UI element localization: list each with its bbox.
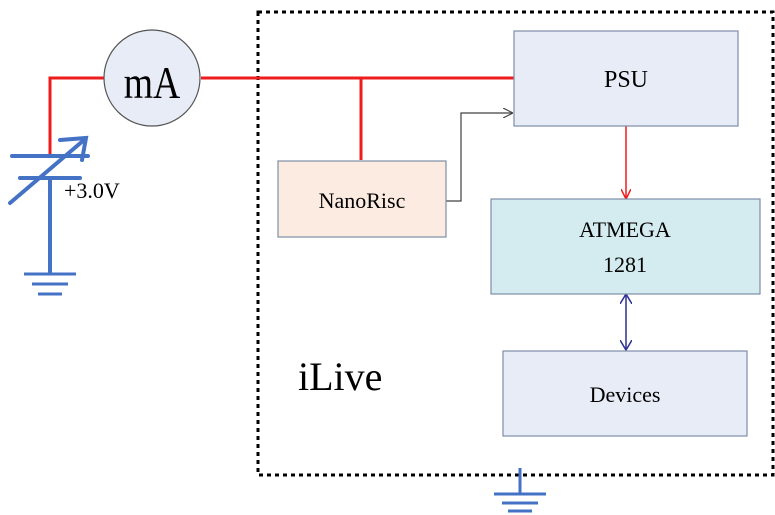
devices-block: Devices [502,350,748,437]
atmega-block: ATMEGA 1281 [490,198,761,295]
ilive-boundary [256,10,775,477]
atmega-label-line2: 1281 [603,252,647,277]
psu-label: PSU [604,67,648,93]
nanorisc-block: NanoRisc [277,160,447,238]
atmega-label-line1: ATMEGA [579,217,671,242]
system-label: iLive [298,354,382,399]
devices-label: Devices [590,382,661,407]
meter-label: mA [124,59,181,109]
ground-icon [24,272,76,296]
battery-symbol [8,135,90,274]
power-wires [48,76,514,160]
system-ground-icon [494,468,546,513]
milliamp-meter: mA [103,29,201,127]
nanorisc-to-psu-signal [446,113,512,202]
nanorisc-label: NanoRisc [319,188,406,213]
psu-block: PSU [513,30,739,127]
battery-voltage-label: +3.0V [64,178,120,203]
